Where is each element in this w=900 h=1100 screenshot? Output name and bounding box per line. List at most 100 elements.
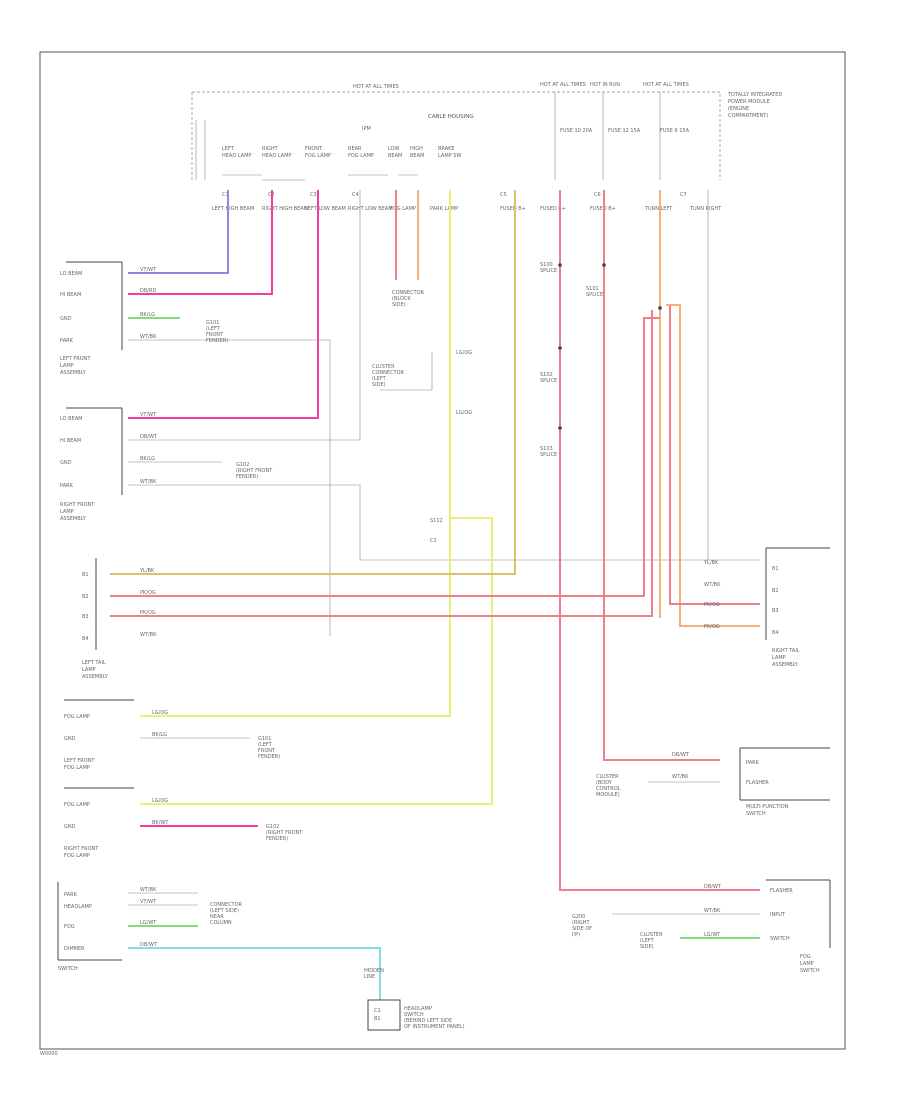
relay-5-sub: BEAM [388,153,402,159]
left-head-title-2: LAMP [60,363,74,369]
bottom-stub-2: LINE [364,974,375,980]
splice-box-1: CLUSTER [372,364,395,370]
left-tail-wire-1: YL/BK [139,568,155,574]
pin-label-4: RIGHT LOW BEAM [348,206,393,212]
left-tail-title-3: ASSEMBLY [82,674,109,680]
wire-tag-1: LG/OG [456,350,472,356]
right-bus-label: HOT AT ALL TIMES [643,82,689,88]
left-tail-pin-1: B1 [82,572,89,578]
box-code-2: B1 [374,1016,381,1022]
relay-7-sub: LAMP SW [438,153,461,159]
splice-s1-a: S100 [540,262,553,268]
right-head-ground-1: G102 [236,462,249,468]
right-fog-lamp: FOG LAMP GND LG/OG BK/WT G102 (RIGHT FRO… [64,787,303,859]
headlamp-switch-box: HIDDEN LINE C1 B1 HEADLAMP SWITCH (BEHIN… [364,968,465,1031]
right-module-line-1: TOTALLY INTEGRATED [727,92,782,98]
fogsw-wire-1: DB/WT [704,884,722,890]
wire-left-hi-beam [128,190,273,295]
center-components: CONNECTOR (BLOCK SIDE) CLUSTER CONNECTOR… [372,262,662,544]
switch-pin-2: HEADLAMP [64,904,92,910]
wire-tail-pink-2 [110,310,653,617]
connector-box-1: CONNECTOR [392,290,425,296]
switch-wire-1: WT/BK [140,887,157,893]
left-head-pin-2: HI BEAM [60,292,81,298]
fogsw-title-3: SWITCH [800,968,820,974]
splice-dot-4 [558,426,562,430]
switch-wire-4: DB/WT [140,942,158,948]
connector-code-3: C3 [310,192,317,198]
connector-box-2: (BLOCK [392,296,411,302]
left-fog-title-1: LEFT FRONT [64,758,95,764]
left-head-title-1: LEFT FRONT [60,356,91,362]
mid-bus-label-1: HOT AT ALL TIMES [540,82,586,88]
right-head-pin-4: PARK [60,483,74,489]
right-tail-pin-3: B3 [772,608,779,614]
relay-7-name: BRAKE [438,146,455,152]
left-head-wire-2: DB/RD [140,288,156,294]
right-tail-wire-1: YL/BK [703,560,719,566]
left-head-lamp: LO BEAM HI BEAM GND PARK VT/WT DB/RD BK/… [60,261,228,376]
left-tail-wire-2: PK/OG [140,590,156,596]
fuse-label-2: FUSE 12 15A [608,128,641,134]
relay-2-name: RIGHT [262,146,279,152]
left-tail-title-1: LEFT TAIL [82,660,106,666]
fuse-label-1: FUSE 10 20A [560,128,593,134]
corner-label: W0000 [40,1051,58,1057]
pin-label-6: PARK LAMP [430,206,458,212]
right-tail-title-3: ASSEMBLY [772,662,799,668]
switch-connector-3: NEAR [210,914,224,920]
right-head-wire-3: BK/LG [140,456,155,462]
multi-function-switch: PARK FLASHER DB/WT WT/BK CLUSTER (BODY C… [596,747,830,817]
wire-fog-yellow-left [140,190,451,717]
wire-right-park-b [128,484,760,561]
box-title-1: HEADLAMP [404,1006,432,1012]
multisw-pin-2: FLASHER [746,780,769,786]
pin-label-3: LEFT LOW BEAM [305,206,346,212]
right-module-line-3: (ENGINE [728,106,749,112]
splice-s1-b: SPLICE [540,268,557,274]
wire-park-tan [110,190,516,575]
switch-pin-4: DIMMER [64,946,85,952]
left-tail-pin-4: B4 [82,636,89,642]
splice-dot-3 [558,346,562,350]
fogsw-wire-2: WT/BK [704,908,721,914]
fogsw-connector-1: CLUSTER [640,932,663,938]
left-fog-pin-1: FOG LAMP [64,714,90,720]
right-tail-wire-4: PK/OG [704,624,720,630]
left-fog-wire-2: BK/LG [152,732,167,738]
pin-label-10: TURN LEFT [644,206,673,212]
right-tail-lamp: B1 B2 B3 B4 YL/BK WT/BK PK/OG PK/OG RIGH… [703,547,830,668]
right-tail-pin-2: B2 [772,588,779,594]
left-head-ground-3: FRONT [206,332,224,338]
fogsw-ground-1: G200 [572,914,585,920]
wire-switch-park [128,892,198,906]
left-fog-ground-1: G101 [258,736,271,742]
pin-label-1: LEFT HIGH BEAM [212,206,254,212]
fogsw-ground-2: (RIGHT [572,920,591,926]
fogsw-connector-3: SIDE) [640,944,654,950]
left-tail-wire-4: WT/BK [140,632,157,638]
fogsw-pin-2: INPUT [770,912,786,918]
box-title-3: (BEHIND LEFT SIDE [404,1018,452,1024]
connector-code-6: C6 [594,192,601,198]
left-fog-ground-4: FENDER) [258,754,280,760]
splice-dot-1 [558,263,562,267]
right-tail-wire-3: PK/OG [704,602,720,608]
switch-connector-4: COLUMN [210,920,232,926]
wire-right-hi-beam [128,190,319,419]
wire-fused-b-2 [603,190,720,761]
multisw-connector-2: (BODY [596,780,613,786]
switch-pin-1: PARK [64,892,78,898]
right-head-wire-2: DB/WT [140,434,158,440]
right-fog-title-1: RIGHT FRONT [64,846,99,852]
wire-right-park-a [128,190,361,441]
box-title-2: SWITCH [404,1012,424,1018]
fogsw-title-1: FOG [800,954,811,960]
right-fog-ground-1: G102 [266,824,279,830]
right-tail-title-2: LAMP [772,655,786,661]
wire-turn-orange-b [666,304,760,627]
connector-box-3: SIDE) [392,302,406,308]
left-tail-title-2: LAMP [82,667,96,673]
splice-box-4: SIDE) [372,382,386,388]
